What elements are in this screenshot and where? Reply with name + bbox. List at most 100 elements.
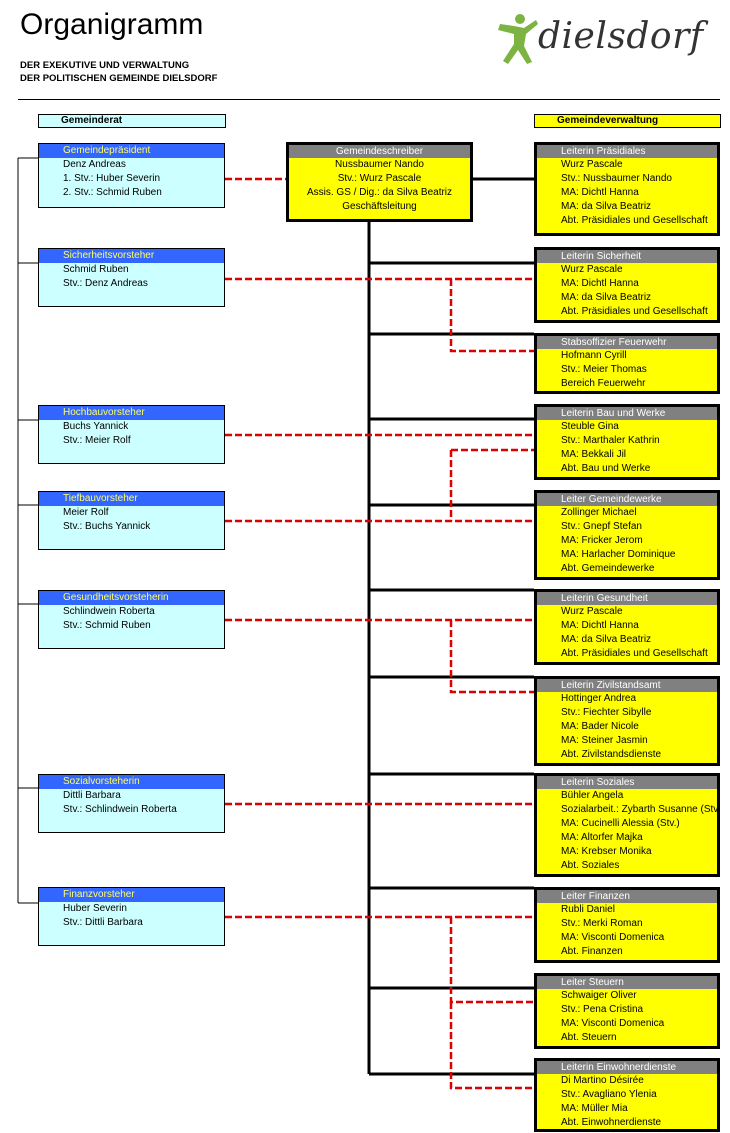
admin-staff: Stv.: Fiechter Sibylle (561, 707, 652, 718)
admin-box-title: Leiter Gemeindewerke (537, 493, 717, 506)
subtitle-line-1: DER EXEKUTIVE UND VERWALTUNG (20, 60, 190, 71)
admin-staff: Hofmann Cyrill (561, 350, 627, 361)
admin-staff: Stv.: Pena Cristina (561, 1004, 644, 1015)
admin-staff: Abt. Präsidiales und Gesellschaft (561, 215, 708, 226)
admin-staff: MA: Dichtl Hanna (561, 187, 639, 198)
admin-box-building-works: Leiterin Bau und Werke Steuble Gina Stv.… (534, 404, 720, 480)
admin-staff: Wurz Pascale (561, 159, 623, 170)
subtitle-line-2: DER POLITISCHEN GEMEINDE DIELSDORF (20, 73, 218, 84)
council-box-title: Sozialvorsteherin (39, 775, 224, 789)
admin-staff: MA: Bader Nicole (561, 721, 639, 732)
admin-staff: MA: Krebser Monika (561, 846, 652, 857)
admin-staff: MA: Cucinelli Alessia (Stv.) (561, 818, 680, 829)
admin-box-title: Leiter Steuern (537, 976, 717, 989)
admin-staff: Stv.: Gnepf Stefan (561, 521, 642, 532)
town-clerk-line: Nussbaumer Nando (335, 159, 424, 170)
council-box-social: Sozialvorsteherin Dittli Barbara Stv.: S… (38, 774, 225, 833)
admin-staff: Rubli Daniel (561, 904, 615, 915)
admin-staff: Abt. Soziales (561, 860, 620, 871)
town-clerk-line: Stv.: Wurz Pascale (337, 173, 422, 184)
admin-staff: MA: Fricker Jerom (561, 535, 643, 546)
council-member: 1. Stv.: Huber Severin (63, 173, 161, 184)
council-member: Dittli Barbara (63, 790, 121, 801)
admin-box-title: Leiterin Einwohnerdienste (537, 1061, 717, 1074)
council-member: Buchs Yannick (63, 421, 129, 432)
admin-staff: Bereich Feuerwehr (561, 378, 646, 389)
admin-staff: Stv.: Meier Thomas (561, 364, 647, 375)
council-box-title: Gemeindepräsident (39, 144, 224, 158)
admin-box-fire-brigade: Stabsoffizier Feuerwehr Hofmann Cyrill S… (534, 333, 720, 394)
council-member: 2. Stv.: Schmid Ruben (63, 187, 162, 198)
admin-box-security: Leiterin Sicherheit Wurz Pascale MA: Dic… (534, 247, 720, 323)
admin-box-title: Leiterin Gesundheit (537, 592, 717, 605)
admin-staff: Wurz Pascale (561, 264, 623, 275)
admin-staff: Steuble Gina (561, 421, 619, 432)
council-box-building: Hochbauvorsteher Buchs Yannick Stv.: Mei… (38, 405, 225, 464)
page-title: Organigramm (20, 8, 204, 41)
admin-staff: MA: da Silva Beatriz (561, 634, 652, 645)
town-clerk-line: Geschäftsleitung (342, 201, 417, 212)
council-box-civil-engineering: Tiefbauvorsteher Meier Rolf Stv.: Buchs … (38, 491, 225, 550)
admin-staff: MA: da Silva Beatriz (561, 201, 652, 212)
admin-staff: MA: Visconti Domenica (561, 932, 665, 943)
town-clerk-line: Assis. GS / Dig.: da Silva Beatriz (306, 187, 453, 198)
council-member: Schmid Ruben (63, 264, 129, 275)
council-member: Stv.: Meier Rolf (63, 435, 131, 446)
council-member: Stv.: Denz Andreas (63, 278, 148, 289)
logo-wordmark: dielsdorf (538, 16, 704, 57)
council-box-title: Finanzvorsteher (39, 888, 224, 902)
admin-staff: Abt. Steuern (561, 1032, 617, 1043)
council-member: Schlindwein Roberta (63, 606, 155, 617)
admin-staff: MA: Bekkali Jil (561, 449, 627, 460)
council-member: Stv.: Dittli Barbara (63, 917, 143, 928)
admin-box-title: Stabsoffizier Feuerwehr (537, 336, 717, 349)
town-clerk-title: Gemeindeschreiber (289, 145, 470, 158)
admin-staff: MA: Müller Mia (561, 1103, 628, 1114)
admin-staff: Bühler Angela (561, 790, 624, 801)
column-header-council: Gemeinderat (38, 114, 226, 128)
admin-staff: MA: Visconti Domenica (561, 1018, 665, 1029)
council-member: Huber Severin (63, 903, 127, 914)
responsibility-links (225, 177, 534, 1090)
admin-staff: Hottinger Andrea (561, 693, 637, 704)
council-box-title: Hochbauvorsteher (39, 406, 224, 420)
admin-staff: Stv.: Avagliano Ylenia (561, 1089, 657, 1100)
column-header-administration: Gemeindeverwaltung (534, 114, 721, 128)
admin-box-finance: Leiter Finanzen Rubli Daniel Stv.: Merki… (534, 887, 720, 963)
council-member: Meier Rolf (63, 507, 109, 518)
admin-staff: Zollinger Michael (561, 507, 637, 518)
admin-staff: MA: Harlacher Dominique (561, 549, 676, 560)
dielsdorf-logo: dielsdorf (494, 12, 719, 72)
admin-staff: Stv.: Marthaler Kathrin (561, 435, 660, 446)
admin-box-presidial: Leiterin Präsidiales Wurz Pascale Stv.: … (534, 142, 720, 236)
admin-staff: Wurz Pascale (561, 606, 623, 617)
admin-box-social: Leiterin Soziales Bühler Angela Sozialar… (534, 773, 720, 877)
admin-staff: Schwaiger Oliver (561, 990, 637, 1001)
admin-box-residents: Leiterin Einwohnerdienste Di Martino Dés… (534, 1058, 720, 1132)
council-box-security: Sicherheitsvorsteher Schmid Ruben Stv.: … (38, 248, 225, 307)
admin-staff: Abt. Einwohnerdienste (561, 1117, 662, 1128)
leaping-figure-icon (498, 14, 538, 64)
council-box-title: Tiefbauvorsteher (39, 492, 224, 506)
admin-staff: Di Martino Désirée (561, 1075, 644, 1086)
admin-staff: Abt. Präsidiales und Gesellschaft (561, 648, 708, 659)
admin-box-title: Leiterin Präsidiales (537, 145, 717, 158)
admin-staff: Sozialarbeit.: Zybarth Susanne (Stv.) (561, 804, 717, 815)
council-box-title: Gesundheitsvorsteherin (39, 591, 224, 605)
admin-box-title: Leiterin Soziales (537, 776, 717, 789)
admin-box-title: Leiterin Zivilstandsamt (537, 679, 717, 692)
admin-staff: Abt. Zivilstandsdienste (561, 749, 662, 760)
council-box-finance: Finanzvorsteher Huber Severin Stv.: Ditt… (38, 887, 225, 946)
council-member: Stv.: Schlindwein Roberta (63, 804, 177, 815)
admin-box-title: Leiterin Bau und Werke (537, 407, 717, 420)
admin-staff: Abt. Gemeindewerke (561, 563, 655, 574)
council-bracket (17, 157, 38, 904)
admin-box-health: Leiterin Gesundheit Wurz Pascale MA: Dic… (534, 589, 720, 665)
admin-staff: Abt. Bau und Werke (561, 463, 651, 474)
council-box-title: Sicherheitsvorsteher (39, 249, 224, 263)
council-member: Stv.: Schmid Ruben (63, 620, 151, 631)
admin-box-utilities: Leiter Gemeindewerke Zollinger Michael S… (534, 490, 720, 580)
admin-staff: MA: Steiner Jasmin (561, 735, 648, 746)
town-clerk-box: Gemeindeschreiber Nussbaumer Nando Stv.:… (286, 142, 473, 222)
